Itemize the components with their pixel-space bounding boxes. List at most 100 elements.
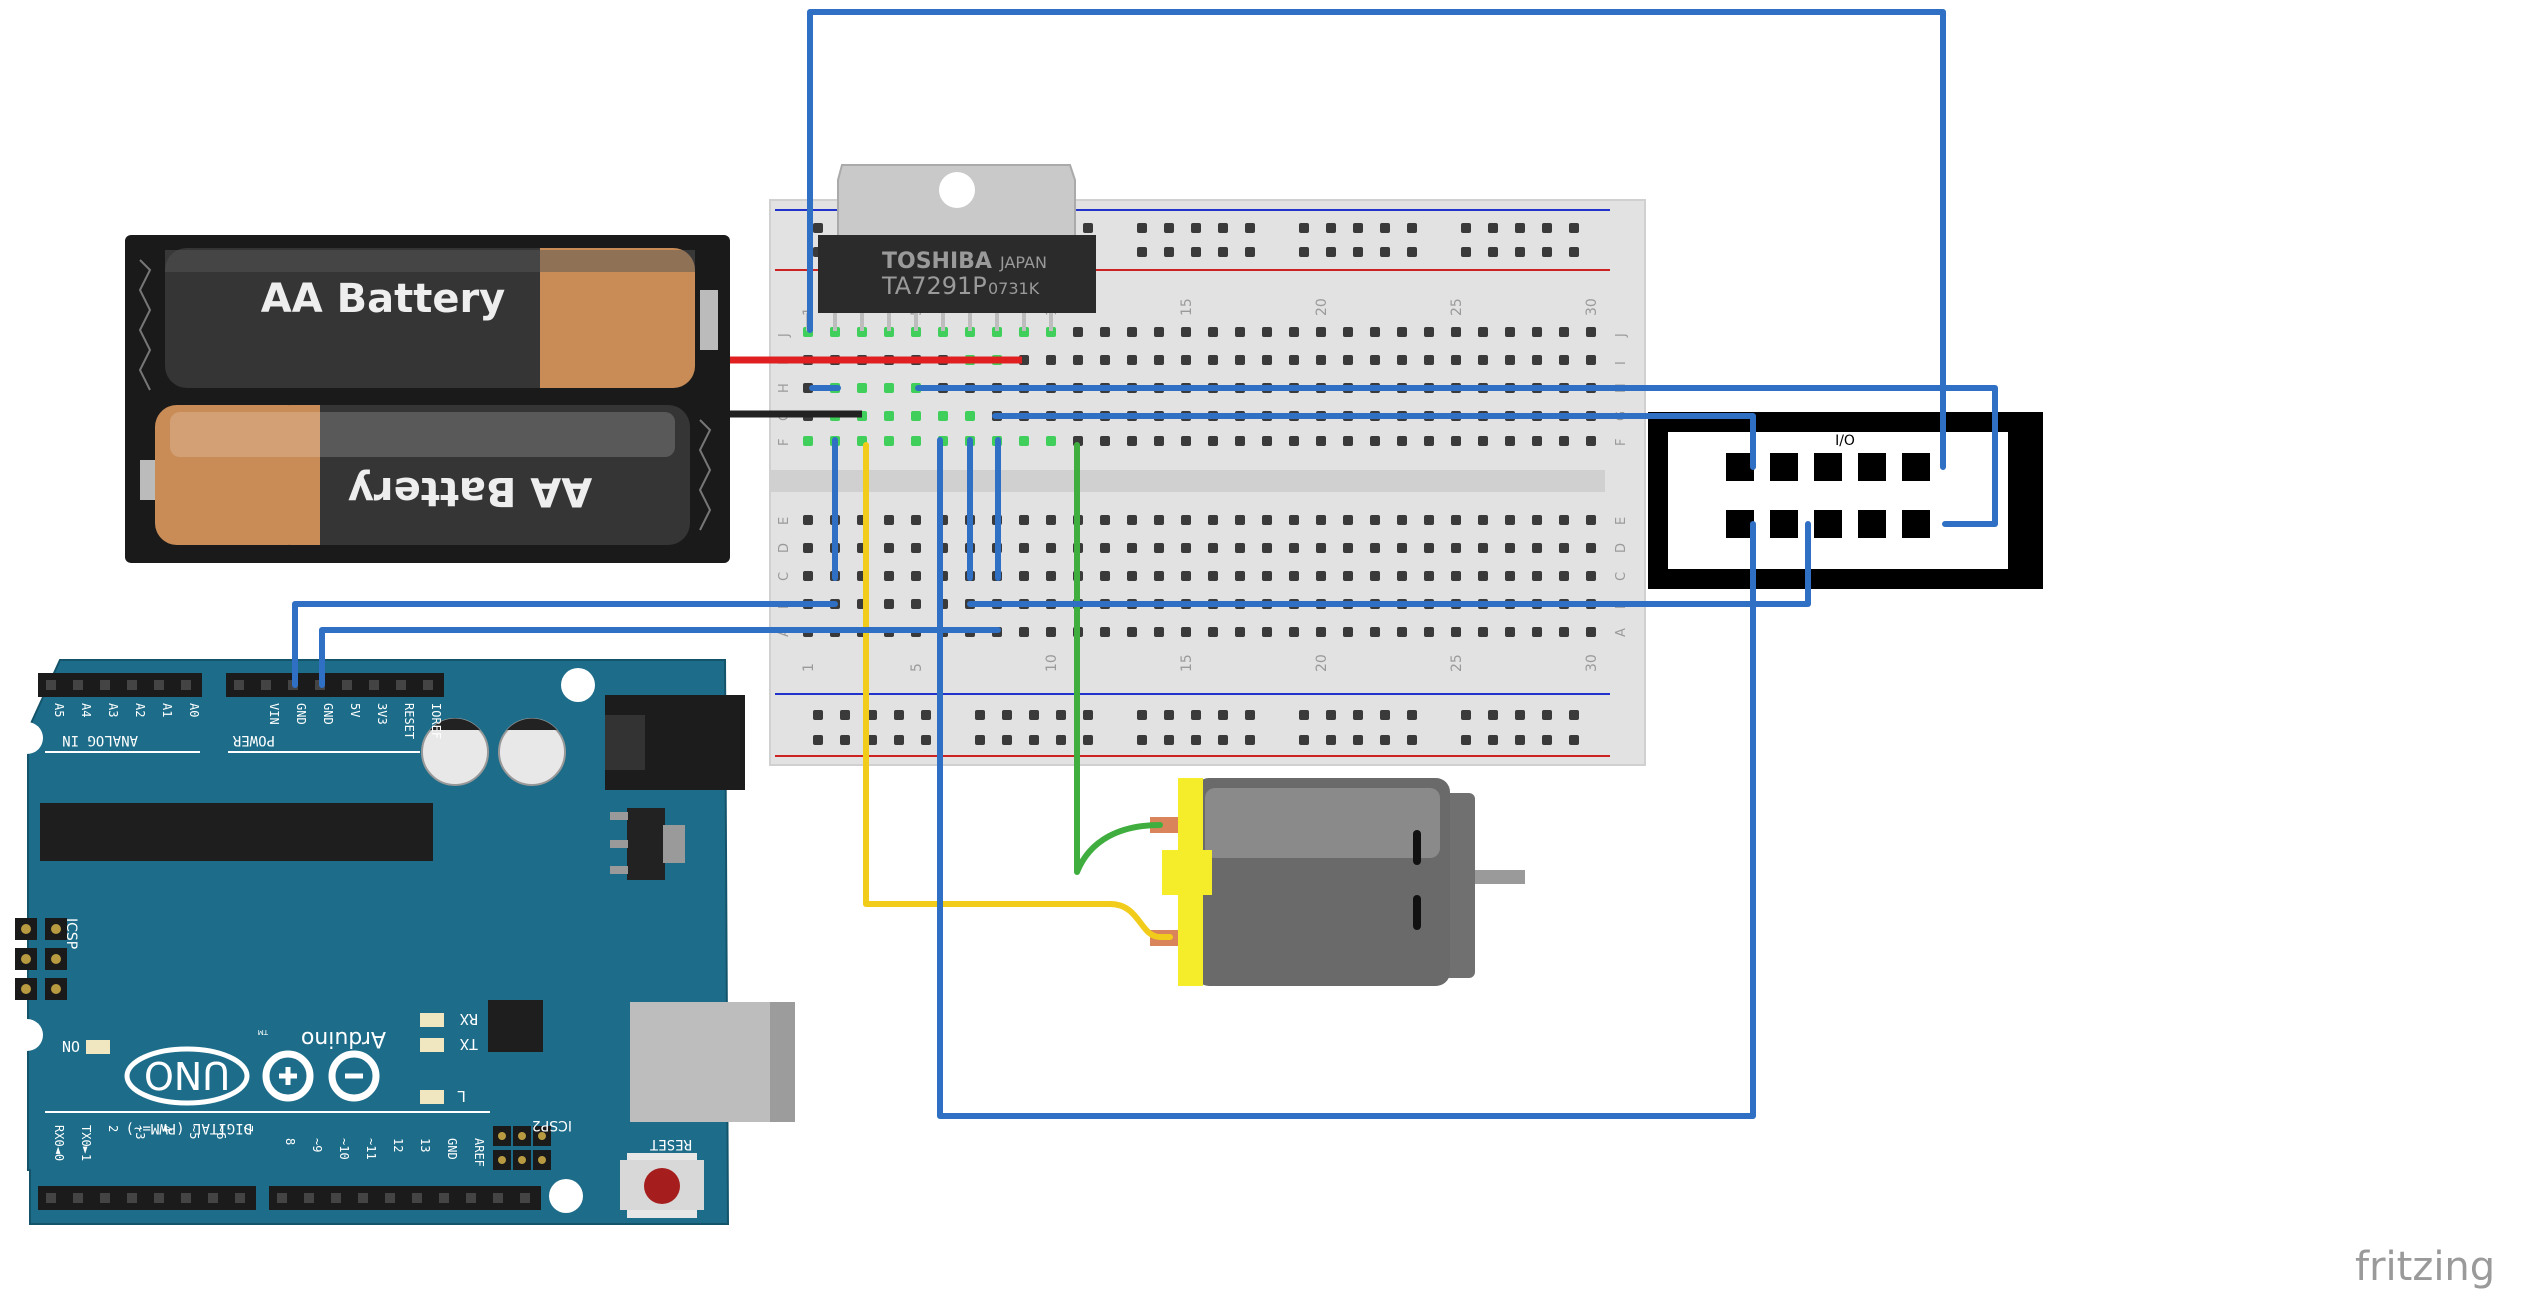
- row-letter: H: [777, 383, 792, 393]
- breadboard-rail-hole: [1542, 247, 1552, 257]
- breadboard-hole: [1343, 436, 1353, 446]
- wires: [292, 9, 1998, 1119]
- breadboard-hole: [1127, 543, 1137, 553]
- breadboard-rail-hole: [1218, 710, 1228, 720]
- pin-label: TX0►1: [79, 1125, 93, 1161]
- breadboard-rail-hole: [975, 710, 985, 720]
- row-letter: E: [1614, 517, 1629, 525]
- arduino-brand: Arduino: [301, 1026, 386, 1051]
- breadboard-rail-hole: [1515, 247, 1525, 257]
- header-socket: [385, 1193, 395, 1203]
- header-socket: [127, 1193, 137, 1203]
- breadboard-hole: [1019, 543, 1029, 553]
- pin-label: 13: [418, 1138, 432, 1152]
- breadboard-hole: [1316, 327, 1326, 337]
- io-pad: [1814, 510, 1842, 538]
- pin-label: GND: [321, 703, 335, 725]
- breadboard-rail-hole: [1515, 710, 1525, 720]
- breadboard-rail-hole: [1056, 710, 1066, 720]
- analog-header: [38, 673, 202, 697]
- on-label: ON: [62, 1037, 80, 1055]
- header-socket: [331, 1193, 341, 1203]
- breadboard-hole: [1343, 327, 1353, 337]
- breadboard-rail-hole: [1461, 247, 1471, 257]
- breadboard-hole: [1100, 327, 1110, 337]
- breadboard-rail-hole: [1326, 735, 1336, 745]
- battery-bottom-label: AA Battery: [348, 468, 593, 514]
- breadboard-rail-hole: [1353, 223, 1363, 233]
- ic-pin: [887, 313, 891, 331]
- ic-pin: [1022, 313, 1026, 331]
- breadboard-rail-hole: [1299, 247, 1309, 257]
- breadboard-rail-hole: [1461, 223, 1471, 233]
- breadboard-hole: [1262, 543, 1272, 553]
- breadboard-hole: [884, 327, 894, 337]
- ic-origin: JAPAN: [999, 253, 1047, 272]
- breadboard-hole: [884, 436, 894, 446]
- header-socket: [412, 1193, 422, 1203]
- wire-blue-h-long: [915, 385, 1998, 527]
- breadboard-hole: [1262, 436, 1272, 446]
- breadboard-hole: [1316, 355, 1326, 365]
- breadboard-hole: [1154, 543, 1164, 553]
- breadboard-rail-hole: [840, 735, 850, 745]
- digital-title: DIGITAL (PWM=~): [126, 1120, 252, 1136]
- breadboard-hole: [1046, 327, 1056, 337]
- breadboard-rail-hole: [1569, 247, 1579, 257]
- pin-label: 3V3: [375, 703, 389, 725]
- header-socket: [439, 1193, 449, 1203]
- pin-label: RX0◄0: [52, 1125, 66, 1161]
- reset-button[interactable]: [620, 1153, 704, 1218]
- breadboard-rail-hole: [1029, 710, 1039, 720]
- row-letter: D: [777, 543, 792, 553]
- wire-yellow: [863, 442, 1173, 940]
- io-pad: [1814, 453, 1842, 481]
- tx-label: TX: [460, 1035, 478, 1053]
- breadboard-rail-hole: [1299, 735, 1309, 745]
- breadboard-hole: [1343, 571, 1353, 581]
- header-socket: [73, 680, 83, 690]
- breadboard-hole: [1478, 436, 1488, 446]
- wire-green: [1074, 442, 1163, 875]
- breadboard-hole: [1451, 543, 1461, 553]
- breadboard-hole: [1181, 327, 1191, 337]
- column-number: 20: [1314, 654, 1330, 672]
- header-socket: [181, 680, 191, 690]
- breadboard-hole: [1532, 327, 1542, 337]
- breadboard-hole: [911, 543, 921, 553]
- breadboard-hole: [1424, 543, 1434, 553]
- row-letter: E: [777, 517, 792, 525]
- breadboard-hole: [1235, 327, 1245, 337]
- breadboard-hole: [1154, 436, 1164, 446]
- breadboard-hole: [1289, 515, 1299, 525]
- pin-label: A2: [133, 703, 147, 717]
- breadboard-hole: [1397, 515, 1407, 525]
- breadboard-rail-hole: [1407, 223, 1417, 233]
- breadboard-rail-hole: [1380, 735, 1390, 745]
- breadboard-hole: [1586, 543, 1596, 553]
- breadboard-hole: [1532, 355, 1542, 365]
- io-pad: [1858, 510, 1886, 538]
- breadboard-hole: [1046, 543, 1056, 553]
- column-number: 25: [1449, 654, 1465, 672]
- column-number: 10: [1044, 654, 1060, 672]
- breadboard-hole: [1451, 355, 1461, 365]
- header-socket: [73, 1193, 83, 1203]
- breadboard-hole: [1397, 355, 1407, 365]
- header-socket: [261, 680, 271, 690]
- breadboard-hole: [1370, 571, 1380, 581]
- ic-brand: TOSHIBA: [882, 249, 992, 274]
- breadboard-hole: [1262, 355, 1272, 365]
- breadboard-hole: [1019, 436, 1029, 446]
- breadboard-hole: [1559, 627, 1569, 637]
- breadboard-hole: [911, 327, 921, 337]
- pin-label: A4: [79, 703, 93, 717]
- breadboard-hole: [1100, 543, 1110, 553]
- breadboard-hole: [1316, 436, 1326, 446]
- header-socket: [369, 680, 379, 690]
- breadboard-rail-hole: [1542, 735, 1552, 745]
- io-connector-pads: [1726, 453, 1930, 538]
- pin-label: ~11: [364, 1138, 378, 1160]
- row-letter: C: [777, 572, 792, 581]
- breadboard-hole: [992, 327, 1002, 337]
